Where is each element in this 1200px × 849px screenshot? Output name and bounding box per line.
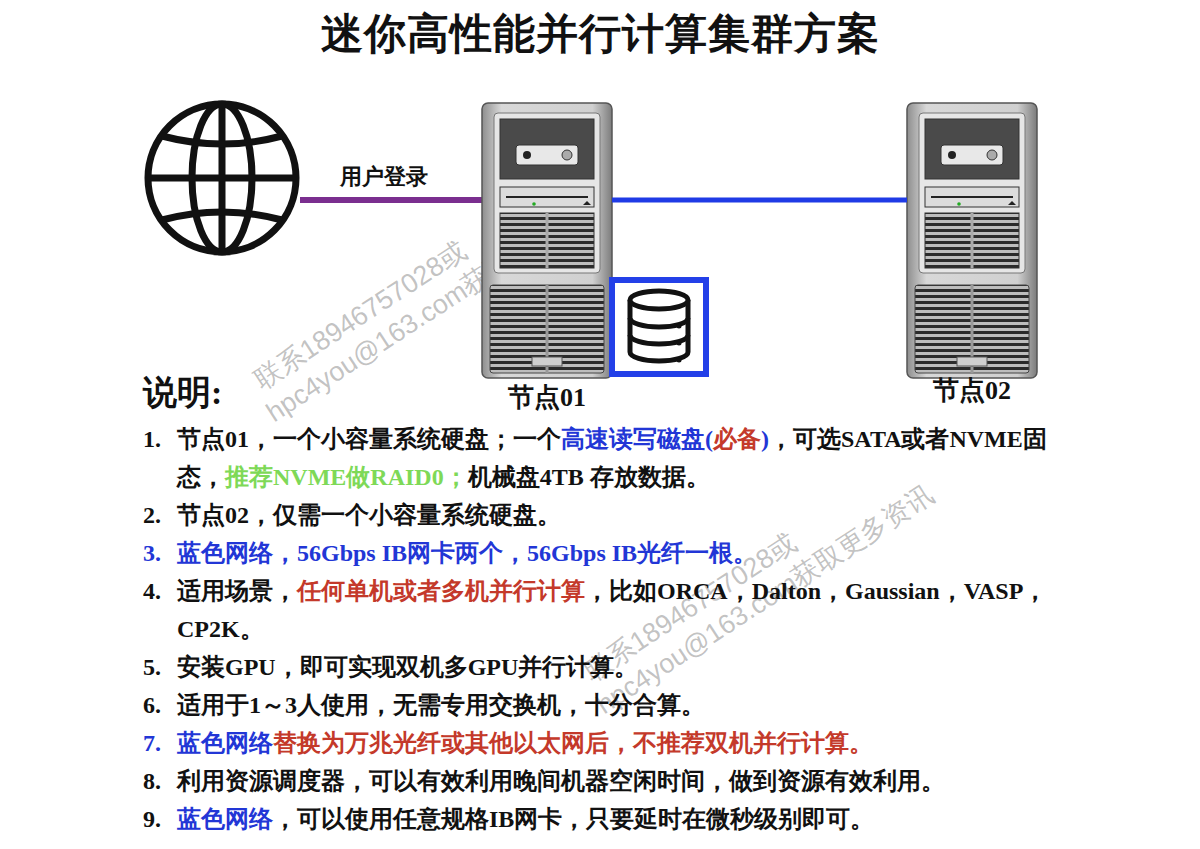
item-text: 任何单机或者多机并行计算: [297, 578, 585, 604]
item-number: 6.: [143, 686, 177, 724]
node-label: 节点02: [887, 373, 1057, 408]
item-body: 蓝色网络，可以使用任意规格IB网卡，只要延时在微秒级别即可。: [177, 800, 1063, 838]
item-body: 安装GPU，即可实现双机多GPU并行计算。: [177, 648, 1063, 686]
item-text: 节点02，仅需一个小容量系统硬盘。: [177, 502, 561, 528]
item-number: 3.: [143, 534, 177, 572]
item-text: 必备: [713, 426, 761, 452]
item-text: 适用场景，: [177, 578, 297, 604]
note-item: 1.节点01，一个小容量系统硬盘；一个高速读写磁盘(必备)，可选SATA或者NV…: [143, 420, 1063, 496]
item-text: 节点01，一个小容量系统硬盘；一个: [177, 426, 561, 452]
item-text: 蓝色网络，56Gbps IB网卡两个，56Gbps IB光纤一根。: [177, 540, 757, 566]
note-list: 1.节点01，一个小容量系统硬盘；一个高速读写磁盘(必备)，可选SATA或者NV…: [143, 420, 1063, 838]
item-number: 2.: [143, 496, 177, 534]
node-label: 节点01: [462, 380, 632, 415]
item-body: 蓝色网络替换为万兆光纤或其他以太网后，不推荐双机并行计算。: [177, 724, 1063, 762]
item-body: 节点02，仅需一个小容量系统硬盘。: [177, 496, 1063, 534]
item-number: 5.: [143, 648, 177, 686]
item-text: 推荐NVME做RAID0；: [225, 464, 468, 490]
item-number: 1.: [143, 420, 177, 496]
item-text: ): [761, 426, 769, 452]
item-number: 9.: [143, 800, 177, 838]
line-label: 用户登录: [340, 162, 428, 192]
item-text: 机械盘4TB 存放数据。: [468, 464, 710, 490]
note-item: 5.安装GPU，即可实现双机多GPU并行计算。: [143, 648, 1063, 686]
server-tower: [482, 103, 612, 378]
item-number: 4.: [143, 572, 177, 648]
item-body: 蓝色网络，56Gbps IB网卡两个，56Gbps IB光纤一根。: [177, 534, 1063, 572]
item-body: 适用场景，任何单机或者多机并行计算，比如ORCA，Dalton，Gaussian…: [177, 572, 1063, 648]
server-node: 节点02: [907, 103, 1037, 408]
note-item: 2.节点02，仅需一个小容量系统硬盘。: [143, 496, 1063, 534]
item-body: 适用于1～3人使用，无需专用交换机，十分合算。: [177, 686, 1063, 724]
database-icon: [612, 280, 706, 374]
item-text: 安装GPU，即可实现双机多GPU并行计算。: [177, 654, 638, 680]
item-text: 高速读写磁盘(: [561, 426, 713, 452]
item-text: 蓝色网络: [177, 730, 273, 756]
item-body: 节点01，一个小容量系统硬盘；一个高速读写磁盘(必备)，可选SATA或者NVME…: [177, 420, 1063, 496]
item-text: ，可以使用任意规格IB网卡，只要延时在微秒级别即可。: [273, 806, 874, 832]
note-item: 3.蓝色网络，56Gbps IB网卡两个，56Gbps IB光纤一根。: [143, 534, 1063, 572]
title: 迷你高性能并行计算集群方案: [0, 6, 1200, 62]
note-item: 4.适用场景，任何单机或者多机并行计算，比如ORCA，Dalton，Gaussi…: [143, 572, 1063, 648]
note-item: 6.适用于1～3人使用，无需专用交换机，十分合算。: [143, 686, 1063, 724]
item-number: 8.: [143, 762, 177, 800]
item-text: 替换为万兆光纤或其他以太网后，不推荐双机并行计算。: [273, 730, 873, 756]
ib-link: [612, 198, 907, 203]
note-item: 9.蓝色网络，可以使用任意规格IB网卡，只要延时在微秒级别即可。: [143, 800, 1063, 838]
note-item: 8.利用资源调度器，可以有效利用晚间机器空闲时间，做到资源有效利用。: [143, 762, 1063, 800]
note-item: 7.蓝色网络替换为万兆光纤或其他以太网后，不推荐双机并行计算。: [143, 724, 1063, 762]
item-text: 适用于1～3人使用，无需专用交换机，十分合算。: [177, 692, 705, 718]
item-text: 蓝色网络: [177, 806, 273, 832]
server-tower: [907, 103, 1037, 378]
item-body: 利用资源调度器，可以有效利用晚间机器空闲时间，做到资源有效利用。: [177, 762, 1063, 800]
globe-icon: [148, 104, 296, 252]
item-text: 利用资源调度器，可以有效利用晚间机器空闲时间，做到资源有效利用。: [177, 768, 945, 794]
server-node: 节点01: [482, 103, 612, 415]
section-heading: 说明:: [143, 370, 222, 416]
login-line: [300, 197, 482, 203]
item-number: 7.: [143, 724, 177, 762]
